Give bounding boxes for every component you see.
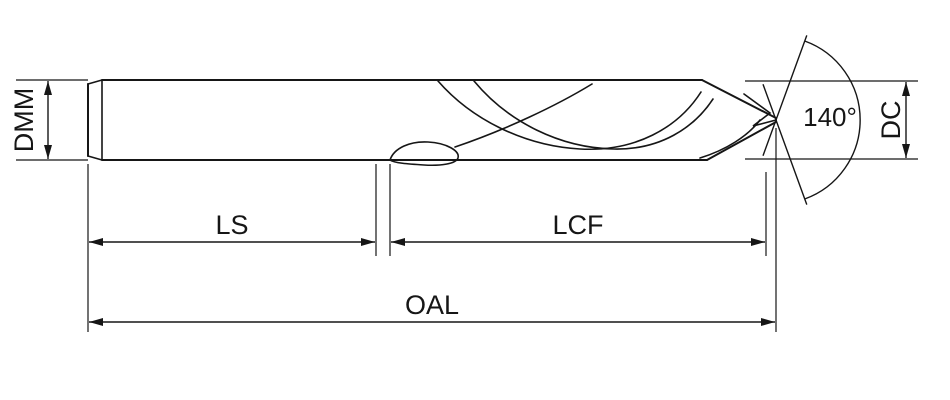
- flute-runout: [389, 141, 459, 167]
- dmm-extension-lines: [16, 79, 88, 161]
- label-lcf: LCF: [552, 210, 603, 240]
- flute-curve-4: [699, 119, 761, 159]
- flute-curve-3: [454, 83, 593, 148]
- labels: DMM DC LS LCF OAL 140°: [9, 88, 906, 320]
- label-oal: OAL: [405, 290, 459, 320]
- flute-curve-2: [473, 80, 714, 150]
- dimension-lines: [44, 81, 910, 326]
- point-angle-arc: [804, 40, 861, 200]
- extension-lines: [16, 79, 918, 332]
- point-angle-annotation: [762, 35, 861, 205]
- tip-cutting-edges: [743, 93, 777, 127]
- label-dc: DC: [876, 101, 906, 140]
- ls-lcf-boundary-lines: [375, 164, 391, 256]
- drill-flutes: [389, 80, 777, 167]
- dc-extension-lines: [745, 80, 918, 160]
- flute-curve-1: [437, 80, 702, 151]
- label-point-angle: 140°: [803, 102, 857, 132]
- label-dmm: DMM: [9, 88, 39, 152]
- point-facets: [701, 79, 777, 161]
- label-ls: LS: [215, 210, 248, 240]
- drill-outline: [87, 79, 777, 161]
- point-angle-lines: [762, 35, 808, 205]
- shank-chamfer: [87, 79, 103, 161]
- body-edges: [101, 79, 708, 161]
